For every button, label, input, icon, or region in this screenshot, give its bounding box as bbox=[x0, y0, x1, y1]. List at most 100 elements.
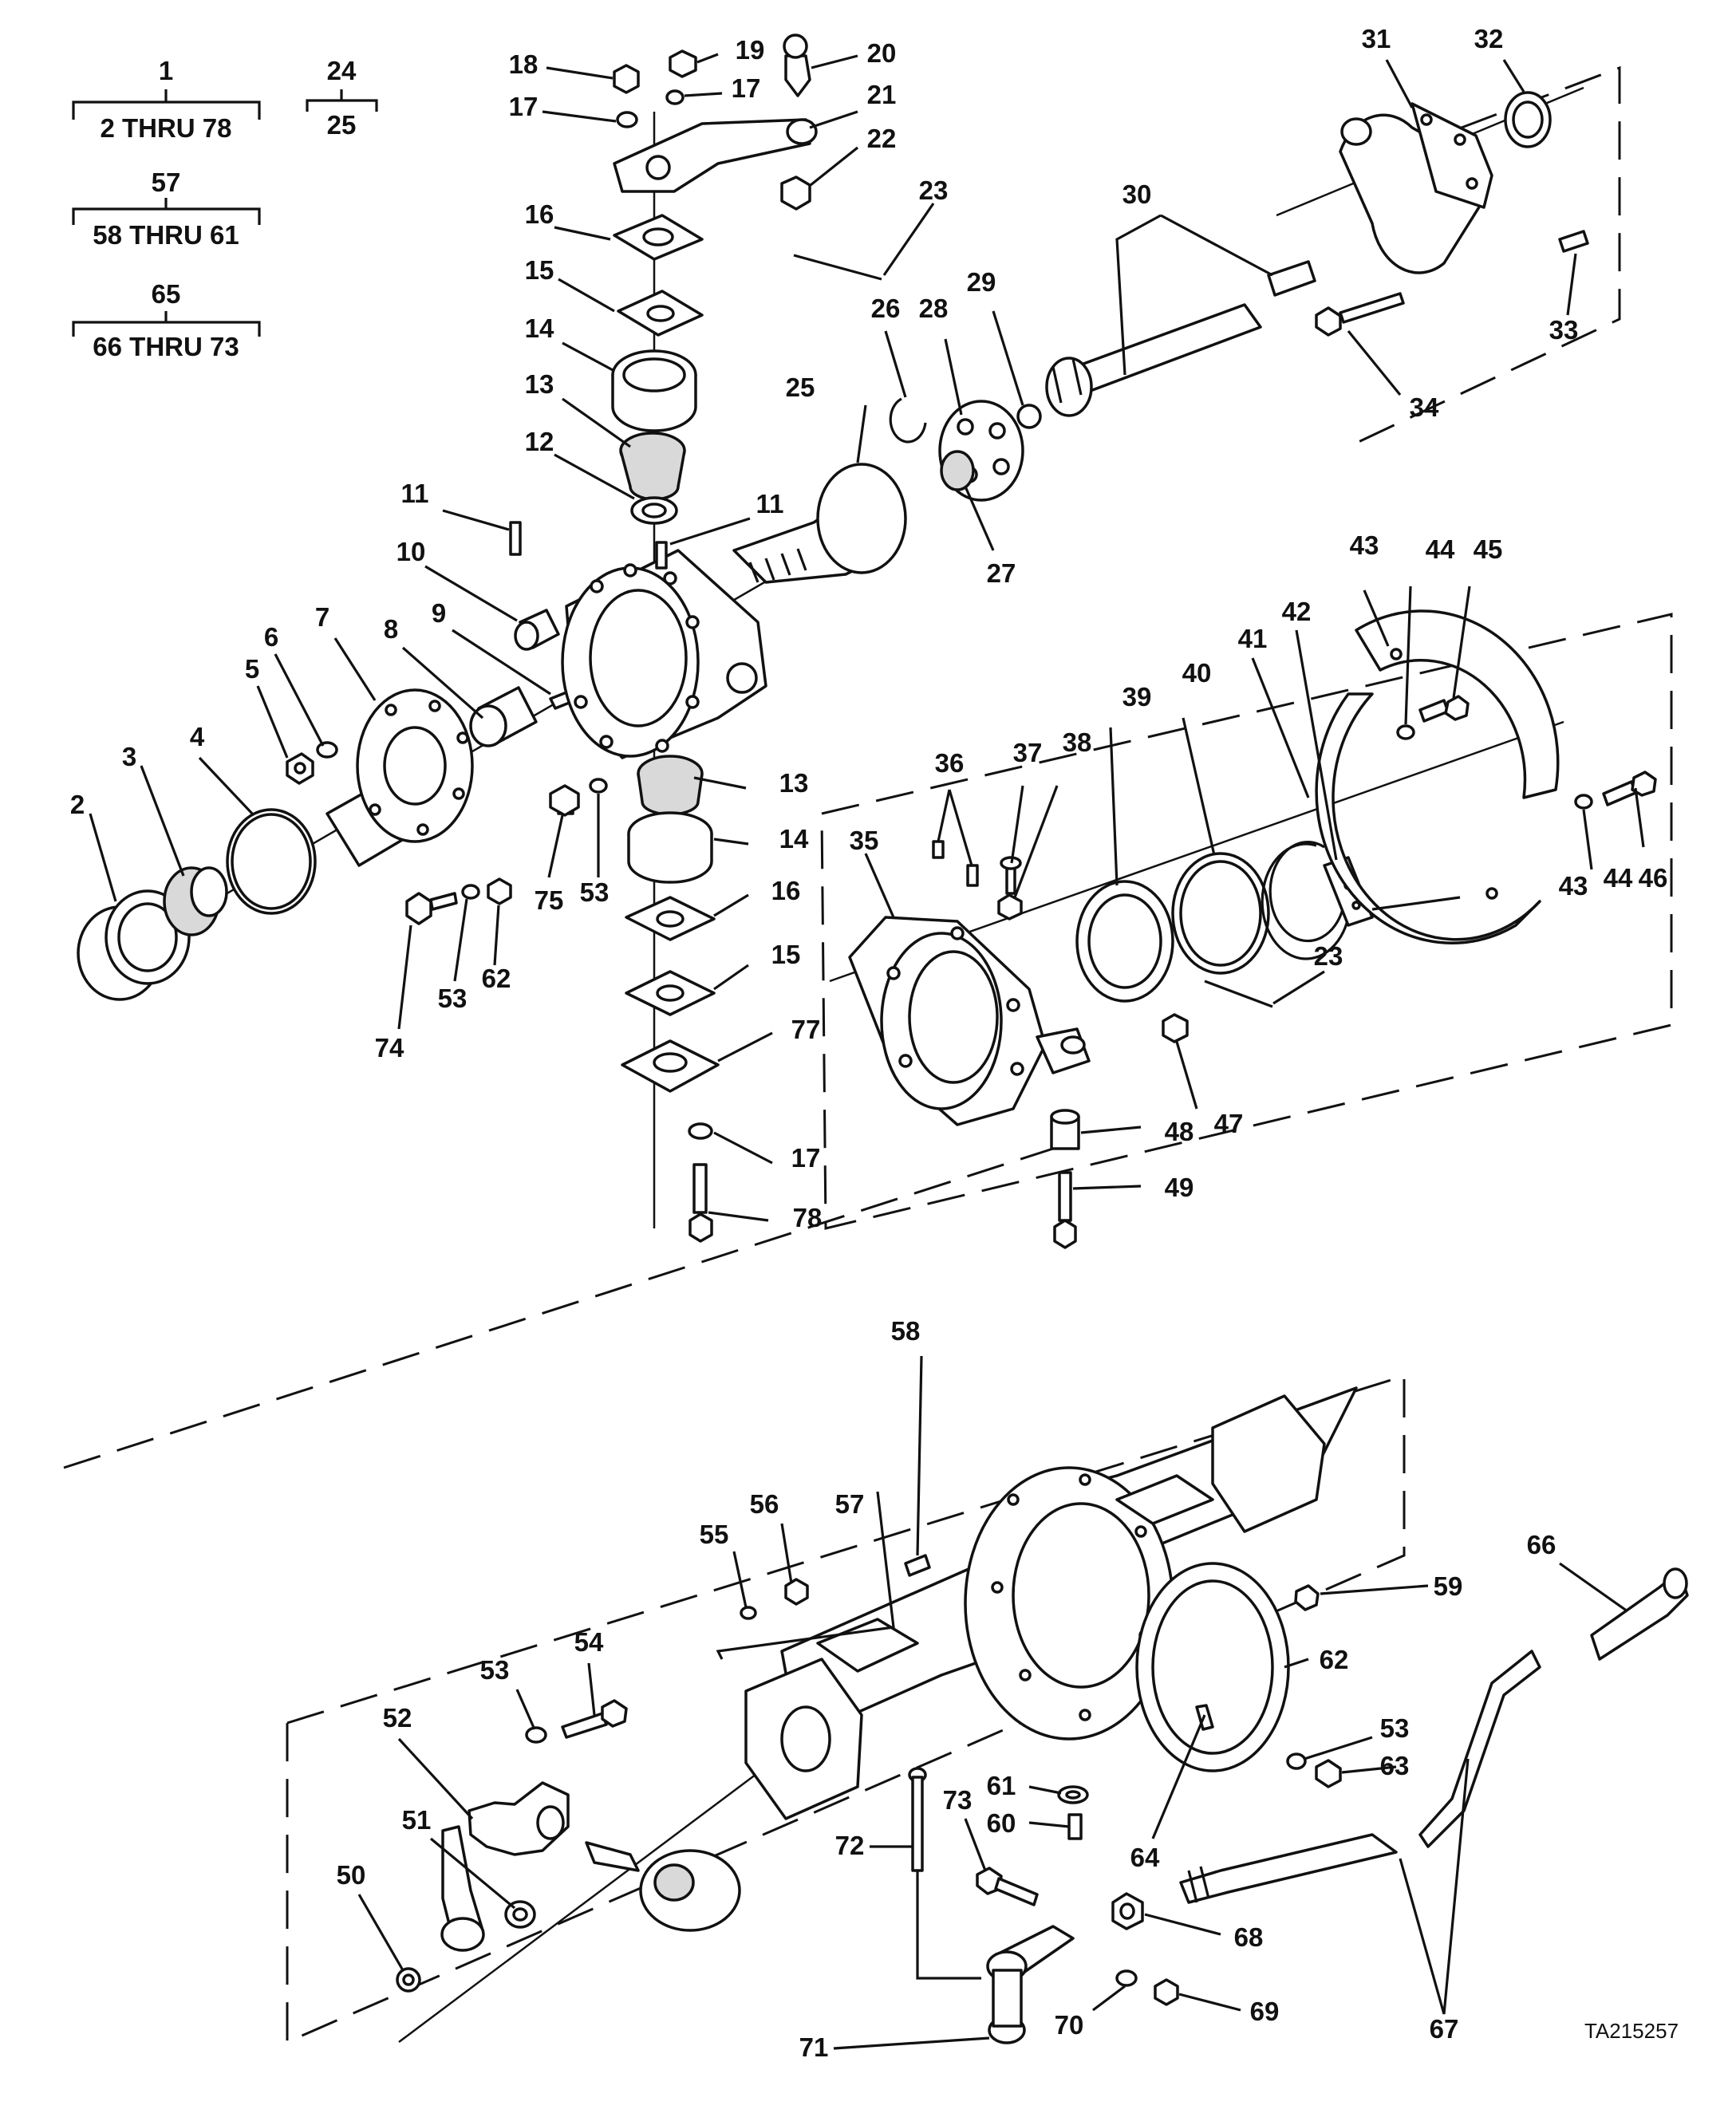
bracket-bottom-label: 58 THRU 61 bbox=[93, 220, 239, 250]
callout-57: 57 bbox=[835, 1489, 865, 1519]
callout-43b: 43 bbox=[1559, 871, 1588, 901]
nut-63b bbox=[1315, 1759, 1342, 1788]
shim-16-bottom bbox=[625, 896, 716, 941]
callout-14a: 14 bbox=[525, 313, 554, 343]
bracket-52 bbox=[468, 1781, 570, 1856]
shim-15-top bbox=[617, 290, 704, 337]
callout-16a: 16 bbox=[525, 199, 554, 229]
callout-33: 33 bbox=[1549, 315, 1579, 345]
bolt-45 bbox=[1418, 695, 1470, 723]
callout-38: 38 bbox=[1063, 727, 1092, 757]
bearing-cup-2 bbox=[77, 889, 191, 1001]
callout-75: 75 bbox=[535, 885, 564, 915]
upper-assembly-frame bbox=[1347, 65, 1621, 448]
drawing-id: TA215257 bbox=[1584, 2019, 1679, 2043]
nut-56 bbox=[784, 1578, 809, 1606]
callout-62: 62 bbox=[1320, 1645, 1349, 1674]
callout-54: 54 bbox=[574, 1627, 604, 1657]
callout-43a: 43 bbox=[1350, 530, 1379, 560]
group-bracket-24: 24 25 bbox=[306, 56, 378, 140]
callout-17a: 17 bbox=[509, 92, 539, 121]
bracket-bottom-label: 2 THRU 78 bbox=[100, 113, 231, 143]
callout-23a: 23 bbox=[919, 175, 949, 205]
bearing-cup-14-top bbox=[611, 349, 697, 432]
bolt-78 bbox=[688, 1163, 713, 1243]
bolt-34 bbox=[1315, 292, 1405, 337]
callout-26: 26 bbox=[871, 294, 901, 323]
nut-63a bbox=[487, 877, 512, 905]
tie-rod-67 bbox=[1179, 1650, 1541, 1904]
callout-18: 18 bbox=[509, 49, 539, 79]
group-bracket-1: 1 2 THRU 78 bbox=[72, 56, 261, 143]
cone-bearing-13-top bbox=[619, 432, 686, 501]
callout-7: 7 bbox=[315, 602, 329, 632]
callout-52: 52 bbox=[383, 1703, 412, 1733]
axle-shaft-30 bbox=[1045, 260, 1316, 417]
callout-30: 30 bbox=[1122, 179, 1152, 209]
group-bracket-57: 57 58 THRU 61 bbox=[72, 168, 261, 250]
washer-70 bbox=[1115, 1969, 1138, 1987]
callout-13b: 13 bbox=[779, 768, 809, 798]
seal-39 bbox=[1075, 880, 1174, 1003]
callout-48: 48 bbox=[1165, 1117, 1194, 1146]
callout-35: 35 bbox=[850, 826, 879, 855]
callout-73: 73 bbox=[943, 1785, 973, 1815]
callout-labels: 2 3 4 5 6 7 8 9 10 11 11 12 13 14 15 16 … bbox=[70, 24, 1668, 2062]
bolt-49 bbox=[1053, 1171, 1077, 1249]
vent-58 bbox=[904, 1554, 931, 1577]
bolt-74 bbox=[405, 892, 458, 925]
bracket-top-label: 24 bbox=[327, 56, 357, 85]
bolt-46 bbox=[1602, 771, 1657, 806]
callout-61: 61 bbox=[987, 1771, 1016, 1800]
stud-33 bbox=[1558, 230, 1589, 253]
callout-37: 37 bbox=[1013, 738, 1043, 767]
bracket-top-label: 65 bbox=[152, 279, 181, 309]
nut-47 bbox=[1162, 1013, 1189, 1043]
callout-15a: 15 bbox=[525, 255, 554, 285]
bracket-top-label: 1 bbox=[159, 56, 173, 85]
callout-71: 71 bbox=[799, 2032, 829, 2062]
nut-5 bbox=[286, 752, 314, 785]
bracket-bottom-label: 66 THRU 73 bbox=[93, 332, 239, 361]
washer-53a bbox=[589, 778, 608, 794]
callout-22: 22 bbox=[867, 124, 897, 153]
lower-assembly-frame bbox=[286, 1374, 1406, 2044]
screw-37 bbox=[1000, 856, 1022, 895]
bracket-top-label: 57 bbox=[152, 168, 181, 197]
callout-63a: 62 bbox=[482, 964, 511, 993]
callout-23b: 23 bbox=[1314, 941, 1343, 971]
grease-fitting-36 bbox=[932, 840, 979, 887]
washer-38 bbox=[997, 893, 1023, 921]
bolt-73 bbox=[976, 1867, 1039, 1906]
callout-59: 59 bbox=[1434, 1571, 1463, 1601]
callout-69: 69 bbox=[1250, 1997, 1280, 2026]
tie-rod-end-66 bbox=[1590, 1567, 1689, 1661]
callout-70: 70 bbox=[1055, 2010, 1084, 2040]
washer-53c bbox=[1286, 1752, 1307, 1770]
nut-68 bbox=[1111, 1892, 1144, 1930]
cone-bearing-13-bottom bbox=[637, 755, 704, 816]
ring-40 bbox=[1171, 852, 1270, 975]
washer-44b bbox=[1574, 794, 1593, 810]
callout-5: 5 bbox=[245, 654, 259, 684]
washer-50 bbox=[396, 1967, 421, 1993]
plug-60 bbox=[1067, 1813, 1083, 1840]
callout-50: 50 bbox=[337, 1860, 366, 1890]
seal-32 bbox=[1504, 91, 1552, 148]
callout-9: 9 bbox=[432, 598, 446, 628]
callout-56: 56 bbox=[750, 1489, 779, 1519]
bracket-bottom-label: 25 bbox=[327, 110, 357, 140]
snap-ring-26 bbox=[889, 397, 927, 444]
callout-32: 32 bbox=[1474, 24, 1504, 53]
callout-11a: 11 bbox=[401, 479, 429, 508]
callout-63b: 63 bbox=[1380, 1751, 1410, 1780]
washer-17-top bbox=[616, 111, 638, 128]
callout-41: 41 bbox=[1238, 624, 1268, 653]
arm-51-steering bbox=[440, 1825, 485, 1952]
callout-49: 49 bbox=[1165, 1173, 1194, 1202]
plug-59 bbox=[1294, 1584, 1320, 1611]
nut-22 bbox=[780, 175, 811, 211]
snap-ring-41 bbox=[1261, 841, 1350, 960]
callout-77: 77 bbox=[791, 1015, 821, 1044]
